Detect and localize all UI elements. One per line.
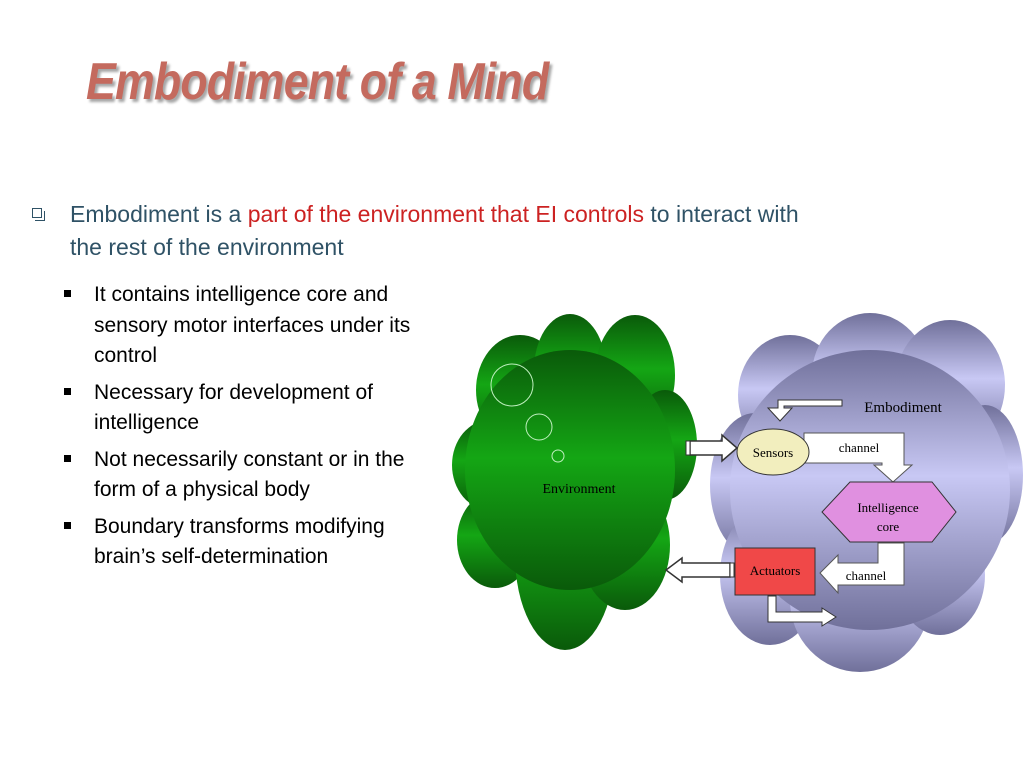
sub-bullet-text: Not necessarily constant or in the form …	[94, 447, 405, 502]
actuators-to-env-arrow	[664, 556, 731, 584]
environment-label: Environment	[542, 482, 615, 497]
square-bullet-icon	[64, 454, 71, 462]
actuators-label: Actuators	[750, 563, 801, 578]
sensor-input-arrow	[766, 399, 843, 422]
main-bullet-text-end: to interact with the rest of the environ…	[70, 201, 799, 260]
square-bullet-icon	[64, 521, 71, 529]
main-bullet: Embodiment is a part of the environment …	[30, 198, 830, 264]
core-label-line2: core	[877, 519, 900, 534]
sensors-label: Sensors	[753, 445, 793, 460]
core-label-line1: Intelligence	[857, 500, 919, 515]
main-bullet-highlight: part of the environment that EI controls	[247, 201, 645, 227]
sensors-node	[736, 428, 810, 476]
channel-label-top: channel	[839, 440, 880, 455]
main-bullet-text-start: Embodiment is a	[70, 201, 248, 227]
sub-bullet-item: Boundary transforms modifying brain’s se…	[62, 512, 422, 573]
sub-bullet-text: Necessary for development of intelligenc…	[94, 380, 373, 435]
actuator-output-arrow	[767, 595, 837, 627]
embodiment-label: Embodiment	[864, 400, 942, 416]
bubble-icon	[525, 413, 553, 441]
sub-bullet-item: Not necessarily constant or in the form …	[62, 445, 422, 506]
env-to-sensors-arrow	[689, 433, 739, 463]
channel-arrow-top	[803, 432, 914, 483]
slide-title: Embodiment of a Mind	[86, 53, 549, 111]
actuators-node	[734, 547, 816, 596]
bubble-icon	[490, 363, 534, 407]
sub-bullet-text: Boundary transforms modifying brain’s se…	[94, 514, 385, 569]
intelligence-core-node	[821, 481, 957, 543]
channel-arrow-bottom	[819, 542, 905, 595]
sub-bullet-text: It contains intelligence core and sensor…	[94, 283, 411, 367]
environment-cloud	[452, 314, 697, 650]
square-bullet-icon	[64, 290, 71, 297]
square-bullet-icon	[64, 387, 71, 395]
sub-bullet-list: It contains intelligence core and sensor…	[62, 280, 422, 579]
embodiment-cloud	[710, 313, 1023, 672]
sub-bullet-item: Necessary for development of intelligenc…	[62, 378, 422, 439]
hollow-square-bullet-icon	[32, 208, 45, 221]
bubble-icon	[551, 449, 565, 463]
sub-bullet-item: It contains intelligence core and sensor…	[62, 280, 422, 372]
main-bullet-text: Embodiment is a part of the environment …	[70, 198, 830, 264]
channel-label-bottom: channel	[846, 568, 887, 583]
